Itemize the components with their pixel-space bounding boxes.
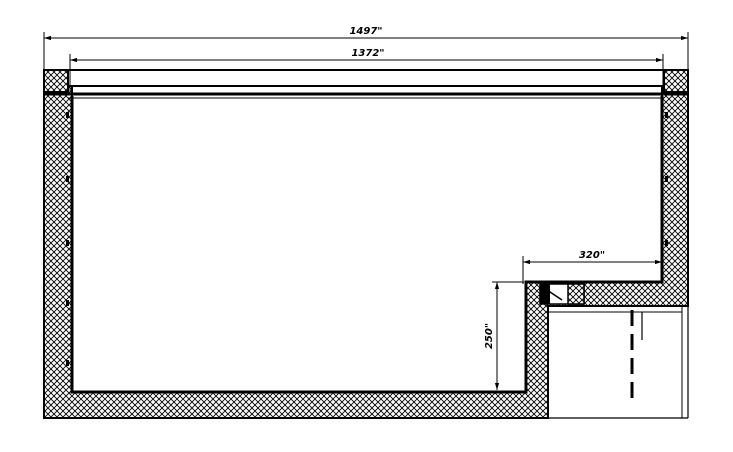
dimension-inner-width: 1372"	[69, 48, 664, 92]
step-height-label: 250"	[484, 323, 495, 349]
inner-cavity-outline	[70, 96, 664, 394]
dimension-overall-width: 1497"	[43, 26, 689, 70]
machine-compartment	[547, 306, 689, 419]
wall-fasteners	[66, 112, 668, 366]
overall-width-label: 1497"	[349, 26, 382, 37]
top-rim	[43, 69, 689, 99]
step-width-label: 320"	[579, 250, 605, 261]
dimension-step-width: 320"	[522, 250, 662, 284]
inner-width-label: 1372"	[351, 48, 384, 59]
dimension-step-height: 250"	[484, 281, 524, 390]
step-detail	[539, 283, 585, 305]
